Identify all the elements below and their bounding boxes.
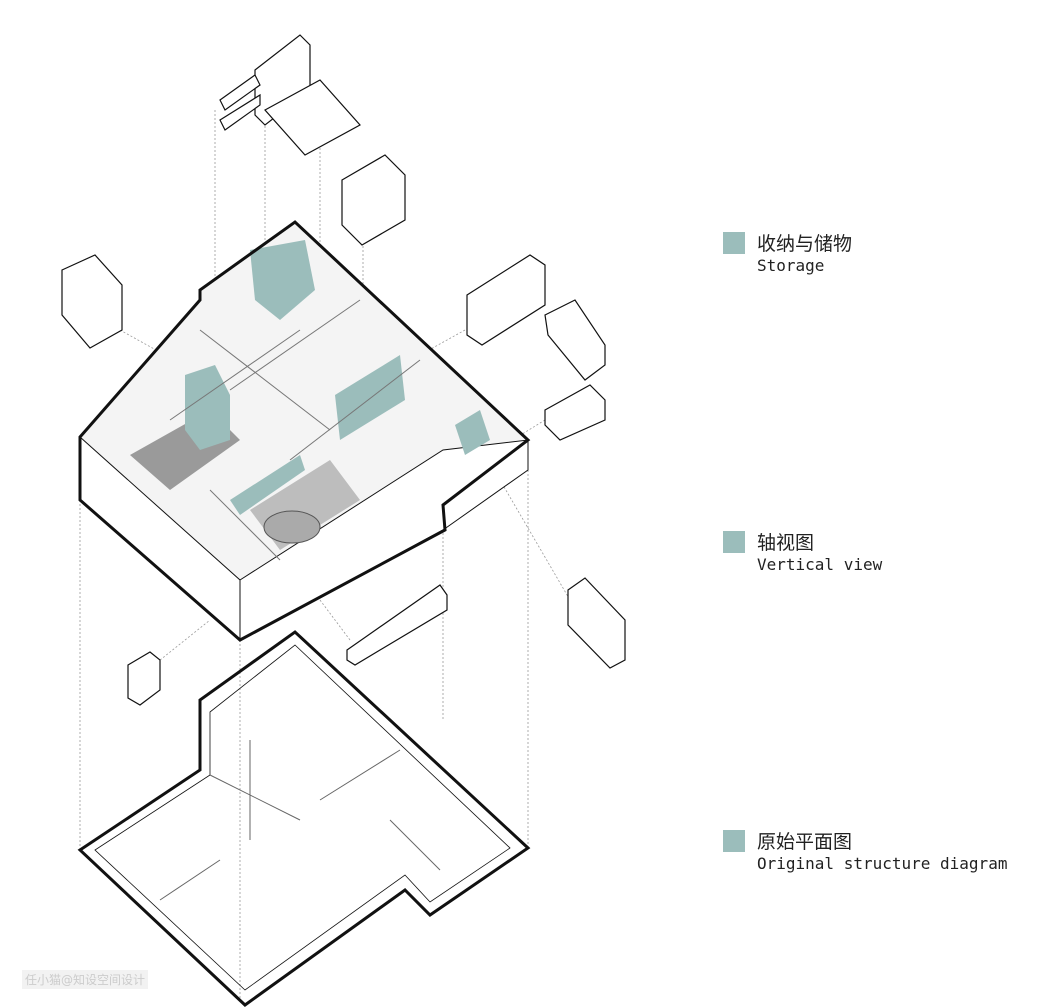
legend-label-en: Storage [757,256,825,275]
legend-label-zh: 原始平面图 [757,831,853,853]
legend-label-en: Vertical view [757,555,883,574]
storage-swatch [723,232,745,254]
legend-label-en: Original structure diagram [757,854,1008,873]
main-floor-plan [78,220,531,642]
original-structure-plan [77,630,531,1007]
top-cabinet-unit [219,34,361,156]
watermark: 任小猫@知设空间设计 [22,970,149,989]
original-structure-swatch [723,830,745,852]
cabinet-unit [61,154,626,706]
legend-label-zh: 轴视图 [757,532,815,554]
vertical-view-swatch [723,531,745,553]
legend-label-zh: 收纳与储物 [757,233,853,255]
